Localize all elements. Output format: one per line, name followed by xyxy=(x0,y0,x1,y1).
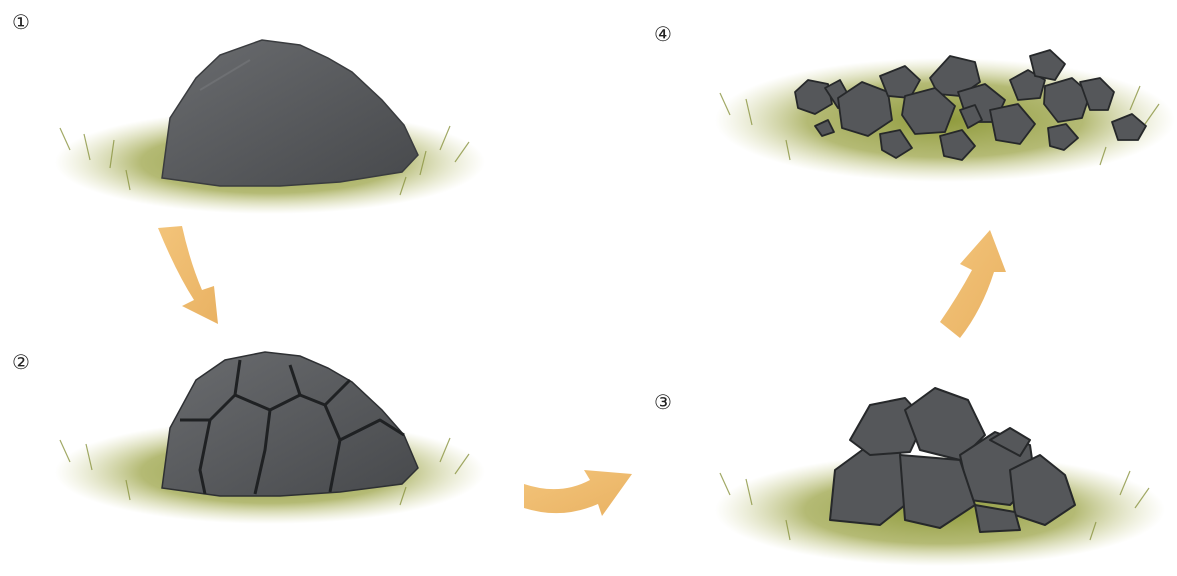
curved-arrow-down xyxy=(158,226,218,324)
arrow-2-to-3 xyxy=(524,470,632,516)
arrow-1-to-2 xyxy=(158,226,218,324)
arrow-3-to-4 xyxy=(940,230,1006,338)
rock-chunks xyxy=(830,388,1075,532)
stage-1-intact-rock xyxy=(55,40,485,214)
stage-2-cracked-rock xyxy=(55,352,485,524)
intact-rock xyxy=(162,40,418,186)
curved-arrow-right xyxy=(524,470,632,516)
stage-3-broken-rock-pile xyxy=(715,388,1165,566)
stage-4-scattered-fragments xyxy=(715,50,1175,182)
curved-arrow-up xyxy=(940,230,1006,338)
